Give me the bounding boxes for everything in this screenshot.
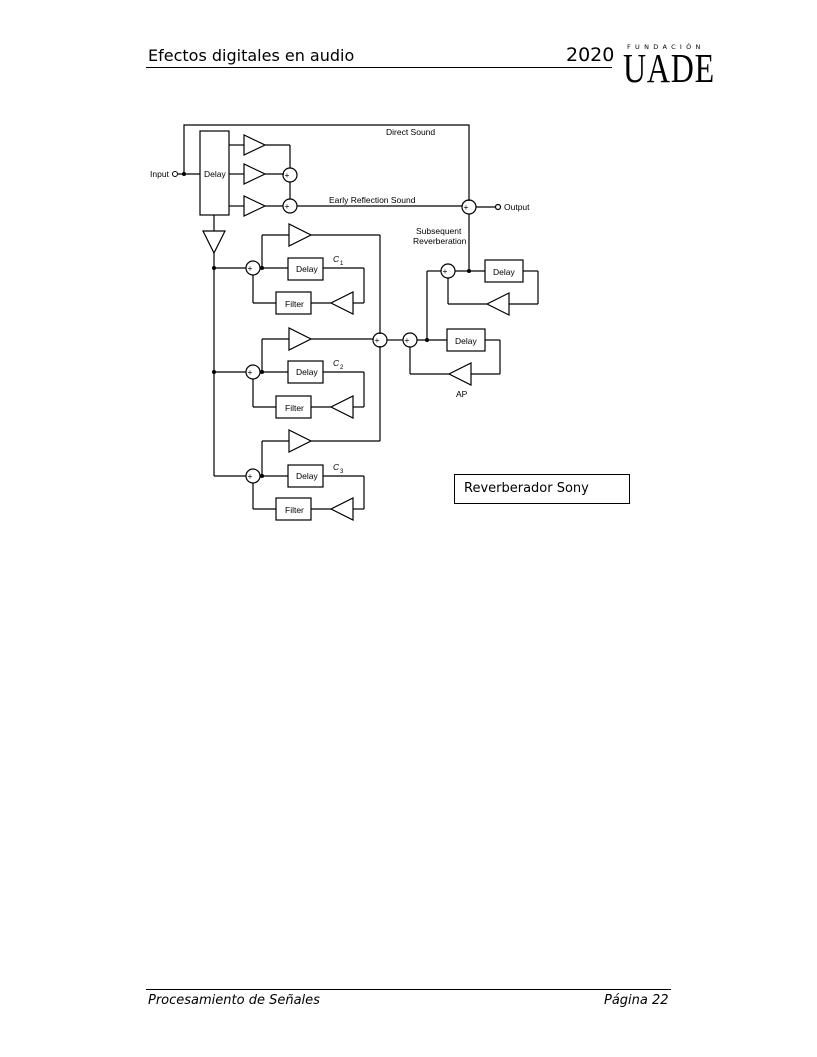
comb3-subscript: 3 (340, 469, 344, 475)
comb1-label: C (333, 254, 340, 264)
comb1-feedback-gain (329, 291, 354, 315)
direct-sound-label: Direct Sound (386, 127, 435, 137)
comb1-filter-label: Filter (285, 299, 304, 309)
comb3-label: C (333, 462, 340, 472)
subsequent-label-line1: Subsequent (416, 226, 462, 236)
comb3-feedback-gain (329, 497, 354, 521)
allpass-label: AP (456, 389, 468, 399)
comb1-delay-block (287, 257, 324, 281)
allpass1-feedback-gain (485, 292, 510, 316)
comb-input-gain (202, 230, 226, 255)
allpass2-delay-label: Delay (455, 336, 477, 346)
early-reflection-label: Early Reflection Sound (329, 195, 416, 205)
block-diagram-svg: Input Output Direct Sound Early Reflecti… (150, 124, 539, 521)
document-title: Efectos digitales en audio (148, 46, 355, 65)
footer-course-name: Procesamiento de Señales (148, 993, 320, 1008)
sum-symbol: + (285, 170, 290, 180)
figure-caption-box: Reverberador Sony (454, 474, 630, 504)
comb2-delay-label: Delay (296, 367, 318, 377)
input-delay-label: Delay (204, 169, 226, 179)
tap-gain-2 (243, 163, 267, 185)
sony-reverberator-diagram: Input Output Direct Sound Early Reflecti… (140, 115, 540, 525)
allpass2-feedback-gain (447, 362, 472, 386)
logo-fundacion-text: FUNDACIÓN (627, 43, 705, 51)
comb1-subscript: 1 (340, 261, 344, 267)
sum-symbol: + (248, 367, 253, 377)
comb3-delay-label: Delay (296, 471, 318, 481)
sum-symbol: + (443, 266, 448, 276)
comb2-label: C (333, 358, 340, 368)
comb3-filter-label: Filter (285, 505, 304, 515)
comb2-filter-label: Filter (285, 403, 304, 413)
sum-symbol: + (464, 202, 469, 212)
sum-symbol: + (375, 335, 380, 345)
sum-symbol: + (248, 471, 253, 481)
tap-gain-1 (243, 134, 267, 156)
comb1-delay-label: Delay (296, 264, 318, 274)
tap-gain-3 (243, 195, 267, 217)
uade-logo: FUNDACIÓN UADE (622, 40, 718, 91)
footer-divider (146, 989, 671, 990)
header-divider (146, 67, 612, 68)
sum-symbol: + (405, 335, 410, 345)
output-label: Output (504, 202, 530, 212)
sum-symbol: + (248, 263, 253, 273)
comb1-output-gain (288, 223, 313, 247)
input-label: Input (150, 169, 170, 179)
comb3-output-gain (288, 429, 313, 453)
document-year: 2020 (566, 44, 615, 66)
comb2-feedback-gain (329, 395, 354, 419)
figure-caption: Reverberador Sony (464, 481, 589, 496)
footer-page-number: Página 22 (604, 993, 669, 1008)
allpass1-delay-label: Delay (493, 267, 515, 277)
comb2-subscript: 2 (340, 365, 344, 371)
comb2-output-gain (288, 327, 313, 351)
logo-uade-text: UADE (623, 45, 715, 91)
sum-symbol: + (285, 201, 290, 211)
subsequent-label-line2: Reverberation (413, 236, 467, 246)
